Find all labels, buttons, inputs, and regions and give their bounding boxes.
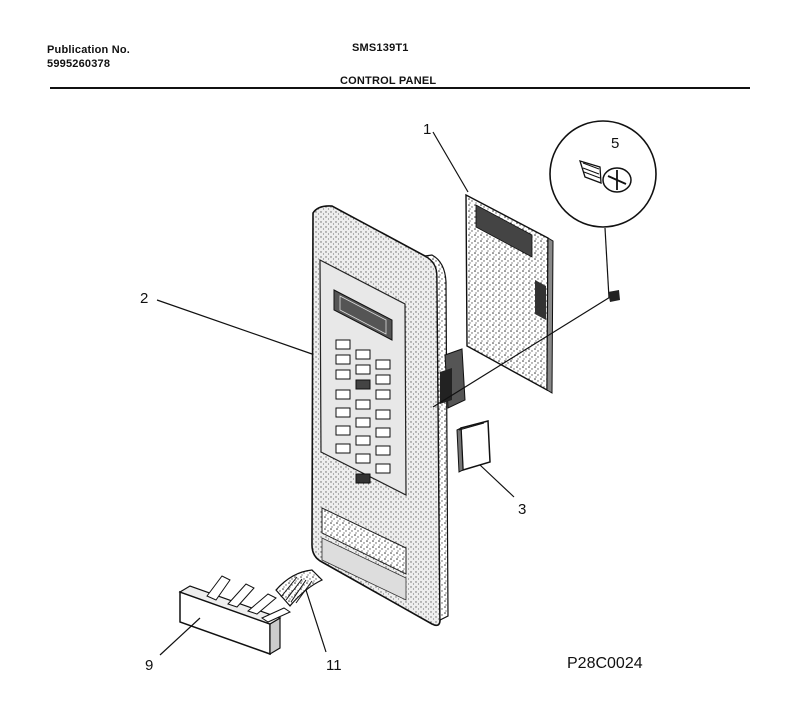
publication-number: 5995260378 (47, 58, 111, 70)
callout-2: 2 (140, 290, 148, 307)
spring (275, 569, 324, 607)
keypad-buttons (335, 339, 391, 484)
model-number: SMS139T1 (352, 42, 409, 54)
callout-3: 3 (518, 501, 526, 518)
screw-installed (608, 290, 620, 302)
display-window (333, 289, 393, 341)
diagram-code: P28C0024 (567, 655, 643, 672)
callout-11: 11 (326, 657, 342, 674)
screw-icon (579, 160, 632, 193)
screw-detail-circle (549, 120, 657, 228)
circuit-board (440, 193, 554, 409)
section-title: CONTROL PANEL (340, 75, 437, 87)
publication-label: Publication No. (47, 44, 131, 56)
push-button-bar (178, 575, 292, 656)
header-rule (50, 87, 750, 89)
latch-clip (456, 420, 491, 473)
callout-1: 1 (423, 121, 431, 138)
callout-9: 9 (145, 657, 153, 674)
callout-5: 5 (611, 135, 619, 152)
